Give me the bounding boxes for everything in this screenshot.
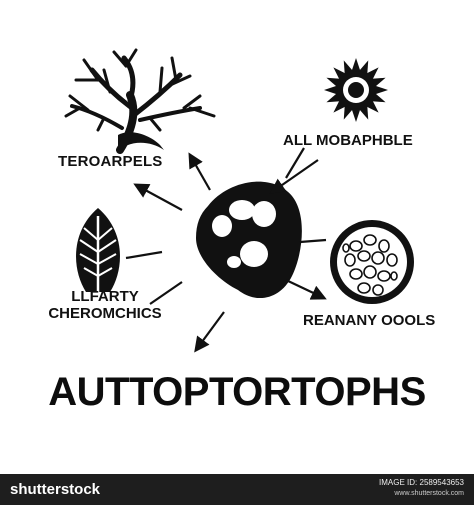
leaf-icon — [76, 208, 120, 296]
arrow-from-flower — [269, 159, 319, 194]
footer-image-id: IMAGE ID: 2589543653 — [379, 478, 464, 487]
arrow-to-tree-left — [133, 183, 183, 211]
diagram-canvas: TEROARPELS ALL MOBAPHBLE LLFARTY CHEROMC… — [45, 48, 436, 414]
arrow-down-left — [194, 311, 225, 353]
flower-icon — [324, 58, 388, 122]
connector-leaf-lower — [149, 281, 183, 305]
footer-site-url: www.shutterstock.com — [394, 490, 464, 497]
label-teroarpels: TEROARPELS — [58, 153, 163, 170]
label-llfarty-line2: CHEROMCHICS — [48, 305, 162, 323]
arrow-to-tree-up — [188, 152, 211, 191]
bare-tree-icon — [64, 48, 216, 154]
label-all-mobaphble: ALL MOBAPHBLE — [283, 132, 413, 149]
connector-flower — [285, 147, 305, 179]
connector-leaf — [125, 250, 163, 260]
diagram-graphics — [64, 48, 414, 353]
footer-brand: shutterstock — [10, 481, 101, 498]
label-reanany-oools: REANANY OOOLS — [303, 312, 436, 329]
cell-blob-icon — [196, 181, 302, 299]
label-llfarty-cheromchics: LLFARTY CHEROMCHICS — [45, 288, 165, 323]
connector-granule — [299, 238, 327, 244]
diagram-title: AUTTOPTORTOPHS — [48, 370, 426, 414]
footer-bar: shutterstock IMAGE ID: 2589543653 www.sh… — [0, 474, 474, 505]
arrow-to-granule — [285, 279, 327, 300]
granule-circle-icon — [330, 220, 414, 304]
label-llfarty-line1: LLFARTY — [71, 288, 139, 305]
